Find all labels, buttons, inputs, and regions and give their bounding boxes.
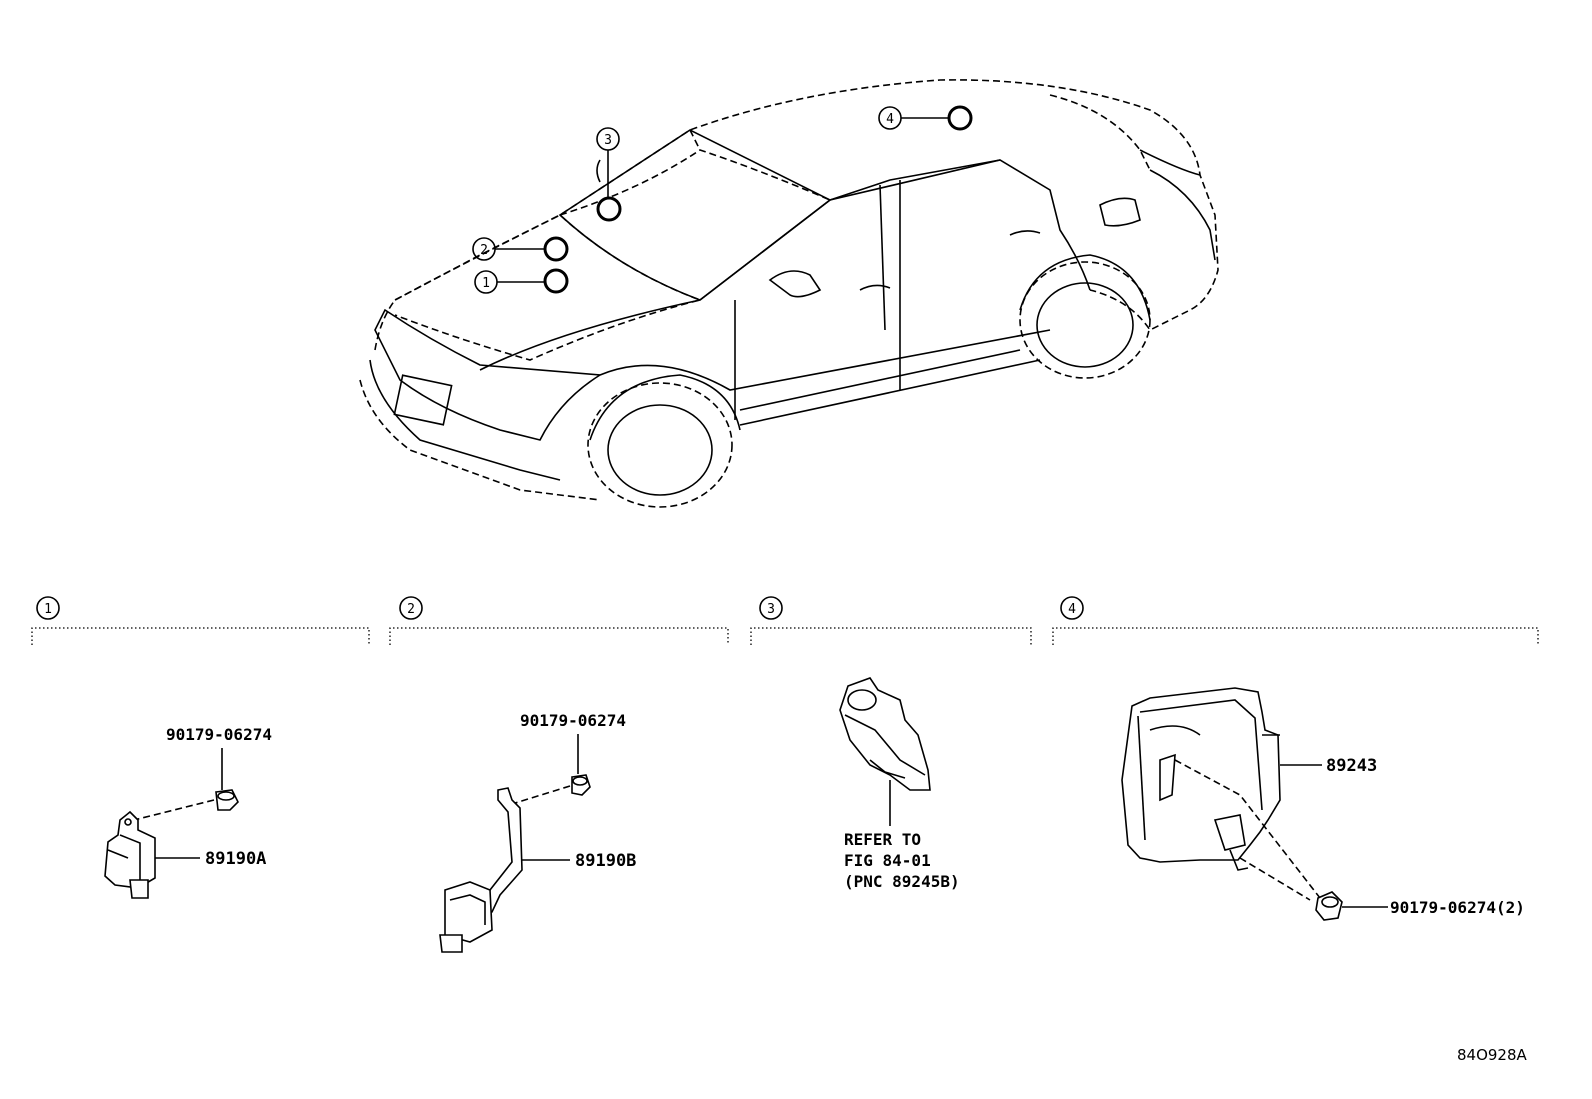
section-3-number: 3: [767, 602, 775, 617]
refer-note-line-2: FIG 84-01: [844, 851, 931, 870]
part-label-89243: 89243: [1326, 756, 1377, 776]
marker-4: 4: [886, 112, 894, 127]
marker-2: 2: [480, 243, 488, 258]
part-label-90179-06274: 90179-06274: [166, 725, 272, 744]
section-headers: 1 2 3 4: [31, 596, 1539, 645]
section-2: 90179-06274 89190B: [439, 711, 636, 953]
section-2-number: 2: [407, 602, 415, 617]
part-label-90179-06274: 90179-06274: [520, 711, 626, 730]
refer-note-line-1: REFER TO: [844, 830, 921, 849]
marker-1: 1: [482, 276, 490, 291]
marker-3: 3: [604, 133, 612, 148]
part-label-89190B: 89190B: [575, 851, 636, 871]
figure-code: 84O928A: [1457, 1046, 1528, 1064]
section-1-number: 1: [44, 602, 52, 617]
section-3: REFER TO FIG 84-01 (PNC 89245B): [839, 677, 960, 891]
refer-note-line-3: (PNC 89245B): [844, 872, 960, 891]
part-label-89190A: 89190A: [205, 849, 266, 869]
section-4-number: 4: [1068, 602, 1076, 617]
vehicle-illustration: 1 2 3 4: [359, 79, 1219, 508]
section-4: 89243 90179-06274(2): [1121, 687, 1525, 921]
section-1: 90179-06274 89190A: [104, 725, 272, 899]
part-label-90179-06274-qty2: 90179-06274(2): [1390, 898, 1525, 917]
